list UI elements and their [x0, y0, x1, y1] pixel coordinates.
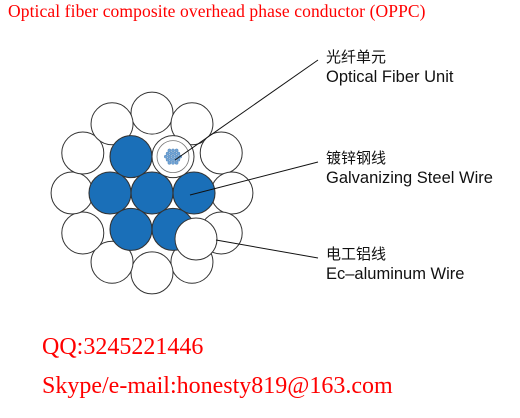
optical-fiber [172, 157, 177, 162]
optical-fiber [169, 157, 173, 162]
aluminum-wire [210, 171, 254, 215]
optical-fiber [163, 154, 168, 159]
contact-qq: QQ:3245221446 [42, 334, 204, 360]
leader-lines [174, 59, 319, 259]
optical-fiber [169, 151, 173, 156]
optical-fiber [171, 154, 175, 159]
aluminum-wire [90, 102, 134, 146]
aluminum-wire [50, 171, 94, 215]
aluminum-wire [61, 211, 105, 255]
aluminum-wire [130, 91, 174, 135]
optical-fiber [174, 154, 179, 159]
contact-email: Skype/e-mail:honesty819@163.com [42, 373, 393, 399]
optical-fiber [167, 148, 172, 153]
steel-wire [109, 135, 153, 179]
steel-wire-label-cn: 镀锌钢线 [326, 149, 387, 167]
optical-fiber [167, 154, 172, 159]
steel-wire [88, 171, 132, 215]
fiber-unit-label-en: Optical Fiber Unit [326, 68, 454, 86]
optical-fiber [171, 148, 175, 153]
aluminum-wire-label-en: Ec–aluminum Wire [326, 265, 465, 283]
optical-fiber [165, 157, 170, 162]
optical-fiber [165, 151, 170, 156]
optical-fiber [172, 151, 177, 156]
optical-fiber [167, 161, 172, 165]
optical-fiber [176, 151, 181, 156]
aluminum-wire [61, 131, 105, 175]
steel-wire-leader [189, 161, 319, 196]
optical-fiber [174, 161, 179, 165]
aluminum-wire [170, 102, 214, 146]
diagram-title: Optical fiber composite overhead phase c… [8, 1, 426, 21]
fiber-unit-label-cn: 光纤单元 [326, 48, 387, 66]
steel-wire [172, 171, 216, 215]
aluminum-wire [199, 131, 243, 175]
steel-wire [130, 171, 174, 215]
optical-fiber-unit [151, 135, 195, 179]
steel-wire-label-en: Galvanizing Steel Wire [326, 169, 493, 187]
fiber-unit-leader [174, 59, 319, 161]
aluminum-wire [130, 251, 174, 295]
aluminum-wire [174, 217, 218, 261]
fiber-unit-label: 光纤单元 Optical Fiber Unit [326, 47, 453, 87]
optical-fiber [174, 148, 179, 153]
optical-fiber [171, 161, 175, 165]
aluminum-wire [90, 240, 134, 284]
aluminum-wire-leader [215, 239, 319, 259]
steel-wire [109, 207, 153, 251]
aluminum-wire-label: 电工铝线 Ec–aluminum Wire [326, 244, 464, 284]
aluminum-wire-label-cn: 电工铝线 [326, 245, 387, 263]
inner-wire-layer [88, 135, 218, 261]
steel-wire-label: 镀锌钢线 Galvanizing Steel Wire [326, 148, 493, 188]
